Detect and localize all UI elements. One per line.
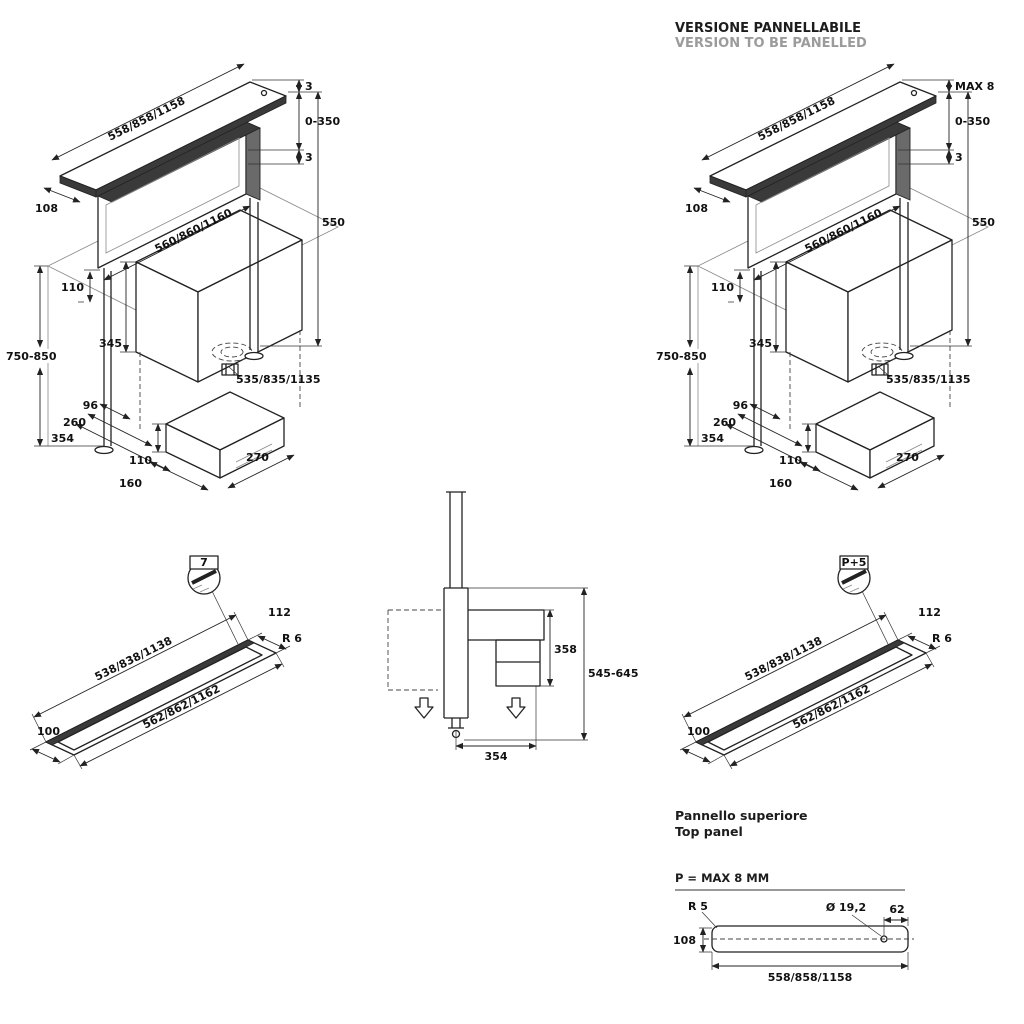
dim-label-108: 108 bbox=[35, 202, 58, 215]
dim-label-96: 96 bbox=[83, 399, 99, 412]
telescopic-column bbox=[443, 491, 469, 729]
dim-label-panel-width: 558/858/1158 bbox=[768, 971, 853, 984]
dim-label-blower-w: 270 bbox=[896, 451, 919, 464]
down-arrow-right-icon bbox=[506, 697, 526, 719]
dim-label-hole-dia: Ø 19,2 bbox=[826, 901, 866, 914]
dim-label-top-gap: 3 bbox=[305, 80, 313, 93]
cabinet-dashed bbox=[387, 609, 444, 691]
dim-label-inner-len: 538/838/1138 bbox=[93, 634, 174, 683]
dim-label-345: 345 bbox=[99, 337, 122, 350]
side-elevation: 358 545-645 354 bbox=[387, 491, 639, 763]
dim-label-r5: R 5 bbox=[688, 900, 708, 913]
dim-label-62: 62 bbox=[889, 903, 904, 916]
dim-label-width-bottom: 535/835/1135 bbox=[236, 373, 321, 386]
dim-label-110: 110 bbox=[61, 281, 84, 294]
top-panel-title-en: Top panel bbox=[675, 824, 743, 839]
dim-label-354: 354 bbox=[701, 432, 724, 445]
dim-label-545-645: 545-645 bbox=[588, 667, 639, 680]
dim-label-blower-w: 270 bbox=[246, 451, 269, 464]
dim-label-354: 354 bbox=[485, 750, 508, 763]
motor-box bbox=[495, 639, 541, 687]
dim-label-108: 108 bbox=[685, 202, 708, 215]
top-panel-detail: Pannello superiore Top panel P = MAX 8 M… bbox=[673, 808, 914, 984]
dim-label-stroke-range: 0-350 bbox=[955, 115, 991, 128]
dim-label-550: 550 bbox=[322, 216, 345, 229]
p-note: P = MAX 8 MM bbox=[675, 871, 769, 885]
dim-label-stroke-range: 0-350 bbox=[305, 115, 341, 128]
dim-label-345: 345 bbox=[749, 337, 772, 350]
dim-label-floor-range: 750-850 bbox=[656, 350, 707, 363]
top-panel-title-it: Pannello superiore bbox=[675, 808, 808, 823]
elevation-extension-lines bbox=[455, 587, 588, 750]
dim-label-358: 358 bbox=[554, 643, 577, 656]
dim-label-blower-d: 160 bbox=[769, 477, 792, 490]
down-arrow-left-icon bbox=[414, 697, 434, 719]
dim-label-radius: R 6 bbox=[932, 632, 952, 645]
dim-label-110: 110 bbox=[711, 281, 734, 294]
dim-label-108: 108 bbox=[673, 934, 696, 947]
dim-label-112: 112 bbox=[268, 606, 291, 619]
detail-balloon-label: 7 bbox=[200, 556, 208, 569]
dim-label-panel-thk: 3 bbox=[955, 151, 963, 164]
dim-label-width-bottom: 535/835/1135 bbox=[886, 373, 971, 386]
dim-label-blower-d: 160 bbox=[119, 477, 142, 490]
dim-label-100: 100 bbox=[37, 725, 60, 738]
label-backing bbox=[2, 349, 52, 363]
dim-label-blower-h: 110 bbox=[779, 454, 802, 467]
panelled-title-en: VERSION TO BE PANELLED bbox=[675, 36, 867, 51]
dim-label-top-gap: MAX 8 bbox=[955, 80, 994, 93]
panelled-title-it: VERSIONE PANNELLABILE bbox=[675, 21, 861, 36]
dim-label-550: 550 bbox=[972, 216, 995, 229]
plan-drawing-standard bbox=[30, 556, 290, 769]
dim-label-96: 96 bbox=[733, 399, 749, 412]
dim-label-112: 112 bbox=[918, 606, 941, 619]
dim-label-radius: R 6 bbox=[282, 632, 302, 645]
detail-balloon-label: P+5 bbox=[842, 556, 867, 569]
dim-label-100: 100 bbox=[687, 725, 710, 738]
dim-label-panel-thk: 3 bbox=[305, 151, 313, 164]
dim-label-inner-len: 538/838/1138 bbox=[743, 634, 824, 683]
dim-label-260: 260 bbox=[713, 416, 736, 429]
dim-label-354: 354 bbox=[51, 432, 74, 445]
label-backing bbox=[652, 349, 702, 363]
dim-label-260: 260 bbox=[63, 416, 86, 429]
dim-label-blower-h: 110 bbox=[129, 454, 152, 467]
dim-label-floor-range: 750-850 bbox=[6, 350, 57, 363]
plan-drawing-panelled bbox=[680, 556, 940, 769]
hood-canopy bbox=[468, 609, 545, 641]
